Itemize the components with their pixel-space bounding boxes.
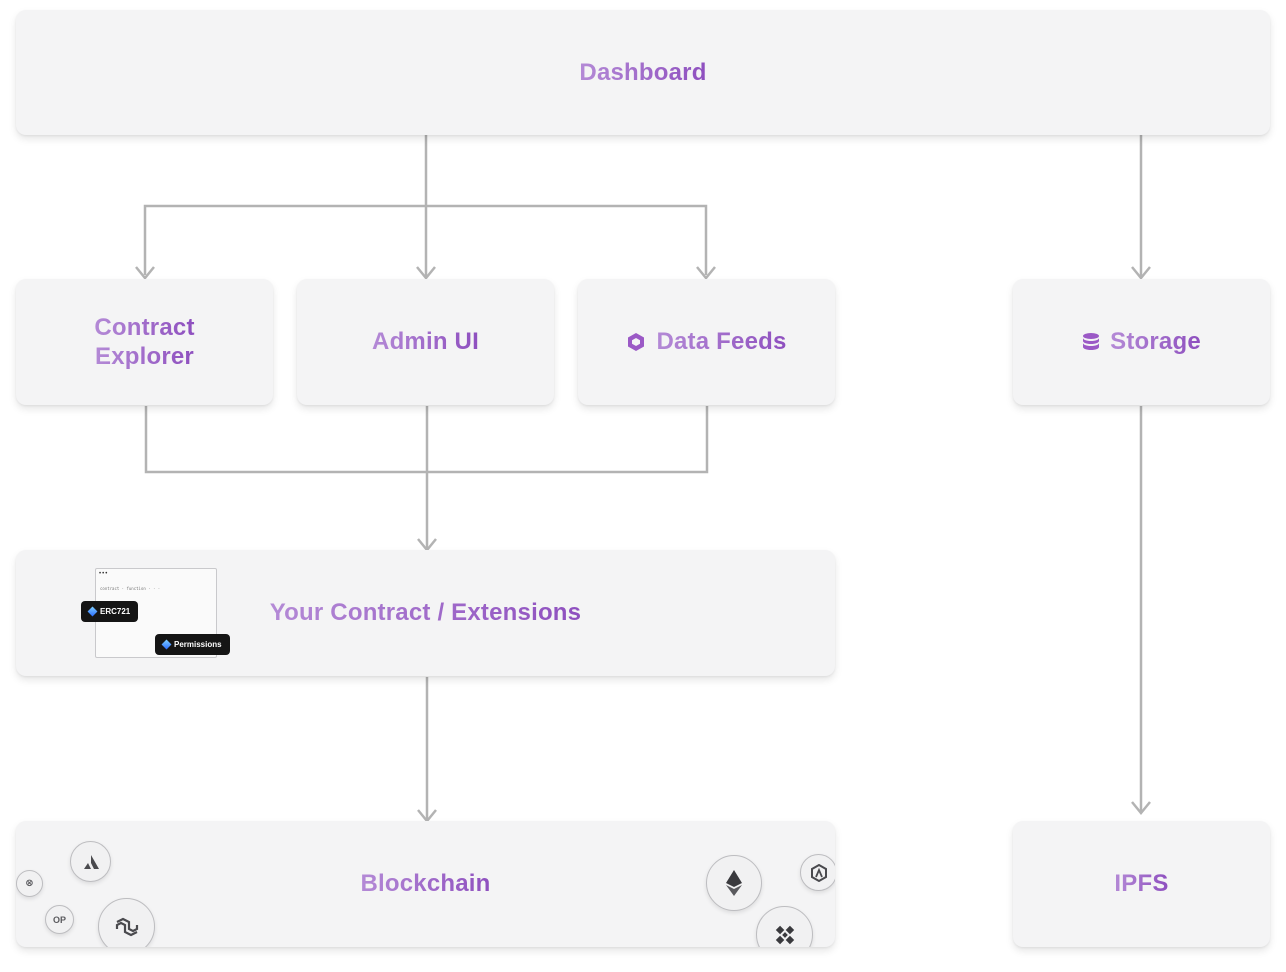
your-contract-label: Your Contract / Extensions: [269, 599, 582, 626]
database-icon: [1083, 333, 1100, 350]
blockchain-label: Blockchain: [360, 870, 491, 897]
extension-diamond-icon: [87, 606, 98, 617]
admin-ui-label: Admin UI: [372, 328, 479, 355]
permissions-badge-label: Permissions: [174, 640, 222, 649]
ipfs-node[interactable]: IPFS: [1013, 821, 1270, 947]
erc721-badge-label: ERC721: [100, 607, 131, 616]
polygon-icon: [98, 898, 155, 947]
blockchain-node[interactable]: ⊗ OP Blockchain: [16, 821, 835, 947]
extension-diamond-icon: [161, 639, 172, 650]
avalanche-icon: [70, 841, 111, 882]
dashboard-node[interactable]: Dashboard: [16, 10, 1270, 135]
window-dots-icon: •••: [99, 571, 109, 577]
your-contract-node[interactable]: ••• contract · function · · · ERC721 Per…: [16, 550, 835, 676]
contract-explorer-label: Contract Explorer: [94, 313, 194, 371]
chainlink-icon: [628, 333, 645, 351]
binance-icon: [756, 906, 813, 947]
contract-preview-line: contract · function · · ·: [100, 586, 161, 591]
branch-line-explorer-feeds: [143, 204, 708, 275]
optimism-icon: OP: [45, 905, 74, 934]
ipfs-label: IPFS: [1114, 870, 1169, 897]
contract-explorer-label-line2: Explorer: [95, 343, 194, 370]
permissions-badge: Permissions: [155, 634, 230, 655]
erc721-badge: ERC721: [81, 601, 139, 622]
data-feeds-label: Data Feeds: [656, 328, 787, 355]
contract-explorer-node[interactable]: Contract Explorer: [16, 279, 273, 405]
optimism-icon-text: OP: [52, 914, 66, 925]
data-feeds-node[interactable]: Data Feeds: [578, 279, 835, 405]
arbitrum-icon: [800, 854, 835, 891]
dashboard-label: Dashboard: [579, 58, 707, 86]
gnosis-icon: ⊗: [16, 870, 43, 897]
admin-ui-node[interactable]: Admin UI: [297, 279, 554, 405]
storage-node[interactable]: Storage: [1013, 279, 1270, 405]
contract-explorer-label-line1: Contract: [94, 314, 195, 341]
storage-label: Storage: [1110, 328, 1201, 355]
ethereum-icon: [706, 855, 762, 911]
